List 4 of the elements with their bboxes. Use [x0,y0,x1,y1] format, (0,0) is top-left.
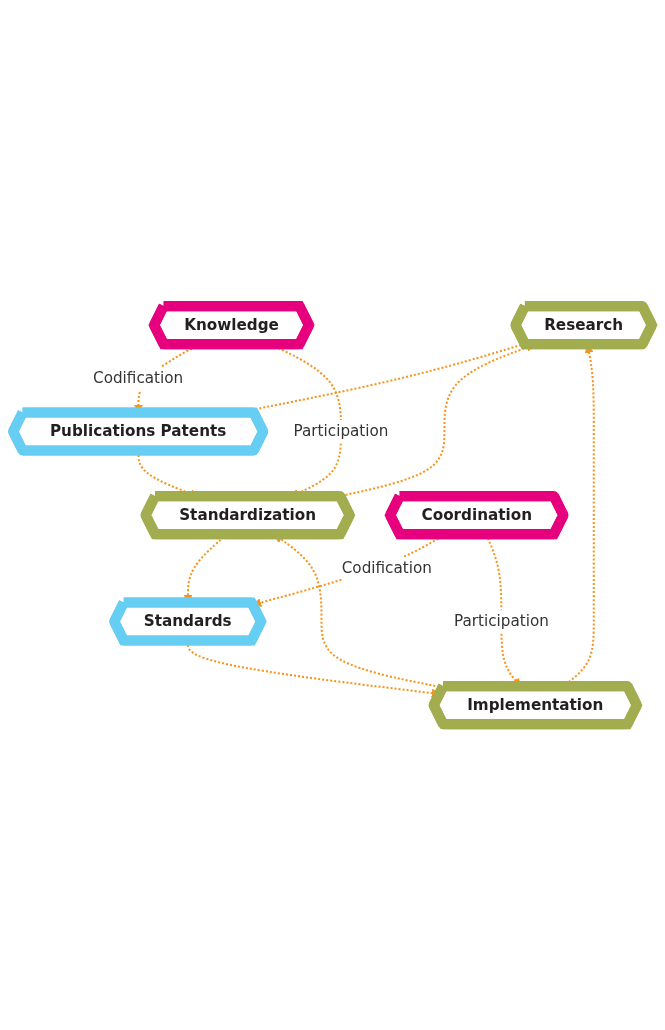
edge-label: Codification [93,368,184,388]
edge-label: Codification [341,558,432,578]
edge-label: Participation [293,422,389,441]
edge-label: Participation [453,612,549,631]
